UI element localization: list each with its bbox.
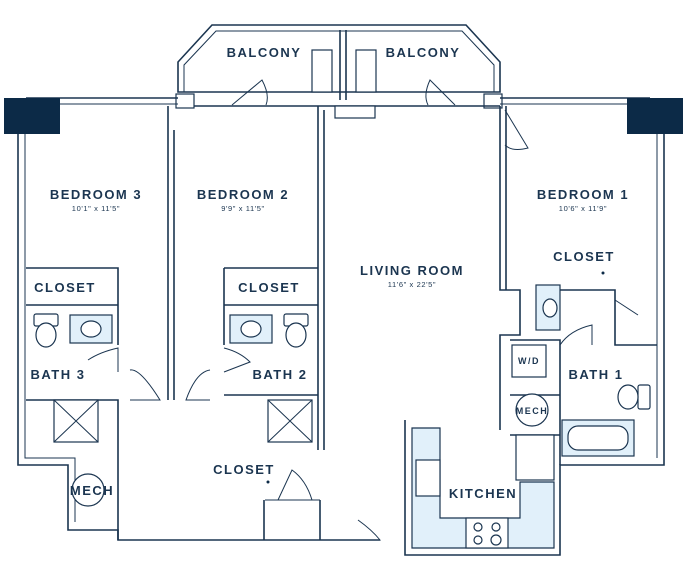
toilet-bath1 xyxy=(637,384,651,410)
balcony-outline xyxy=(175,24,503,109)
outer-walls xyxy=(4,97,683,556)
bedroom2-label: BEDROOM 2 xyxy=(197,187,289,202)
mech-unit-right xyxy=(515,393,549,427)
closet-bedroom2-label: CLOSET xyxy=(238,280,300,295)
bedroom1-dims: 10'6" x 11'9" xyxy=(559,204,607,213)
window-sill xyxy=(334,105,376,119)
refrigerator xyxy=(515,434,555,481)
stove xyxy=(465,517,509,549)
door-swings xyxy=(87,79,639,541)
washer-dryer-label: W/D xyxy=(518,356,540,366)
living-room-dims: 11'6" x 22'5" xyxy=(388,280,436,289)
balcony-left-label: BALCONY xyxy=(227,45,302,60)
balcony-post xyxy=(483,93,503,109)
balcony-post xyxy=(175,93,195,109)
balcony-right-label: BALCONY xyxy=(386,45,461,60)
closet-bedroom3-label: CLOSET xyxy=(34,280,96,295)
interior-walls xyxy=(26,106,657,540)
closet-hall-marker xyxy=(266,480,270,484)
mech-unit-left xyxy=(71,473,105,507)
kitchen-label: KITCHEN xyxy=(449,486,517,501)
mech-right-label: MECH xyxy=(516,406,549,416)
mech-left-label: MECH xyxy=(70,483,114,498)
bath1-label: BATH 1 xyxy=(569,367,624,382)
balcony-pillar-left xyxy=(311,49,333,93)
bedroom3-dims: 10'1" x 11'5" xyxy=(72,204,120,213)
fixtures xyxy=(33,284,651,549)
structural-column xyxy=(627,98,683,134)
bedroom2-dims: 9'9" x 11'5" xyxy=(221,204,265,213)
room-labels: BALCONY BALCONY BEDROOM 3 10'1" x 11'5" … xyxy=(31,45,629,501)
closet-bedroom1-marker xyxy=(601,271,605,275)
bedroom1-label: BEDROOM 1 xyxy=(537,187,629,202)
closet-bedroom1-label: CLOSET xyxy=(553,249,615,264)
closet-hall-label: CLOSET xyxy=(213,462,275,477)
balcony-pillar-right xyxy=(355,49,377,93)
kitchen-sink xyxy=(415,459,441,497)
bedroom3-label: BEDROOM 3 xyxy=(50,187,142,202)
washer-dryer-unit xyxy=(511,344,547,378)
bath3-label: BATH 3 xyxy=(31,367,86,382)
structural-column xyxy=(4,98,60,134)
bath2-label: BATH 2 xyxy=(253,367,308,382)
kitchen-counter xyxy=(411,427,555,549)
living-room-label: LIVING ROOM xyxy=(360,263,464,278)
